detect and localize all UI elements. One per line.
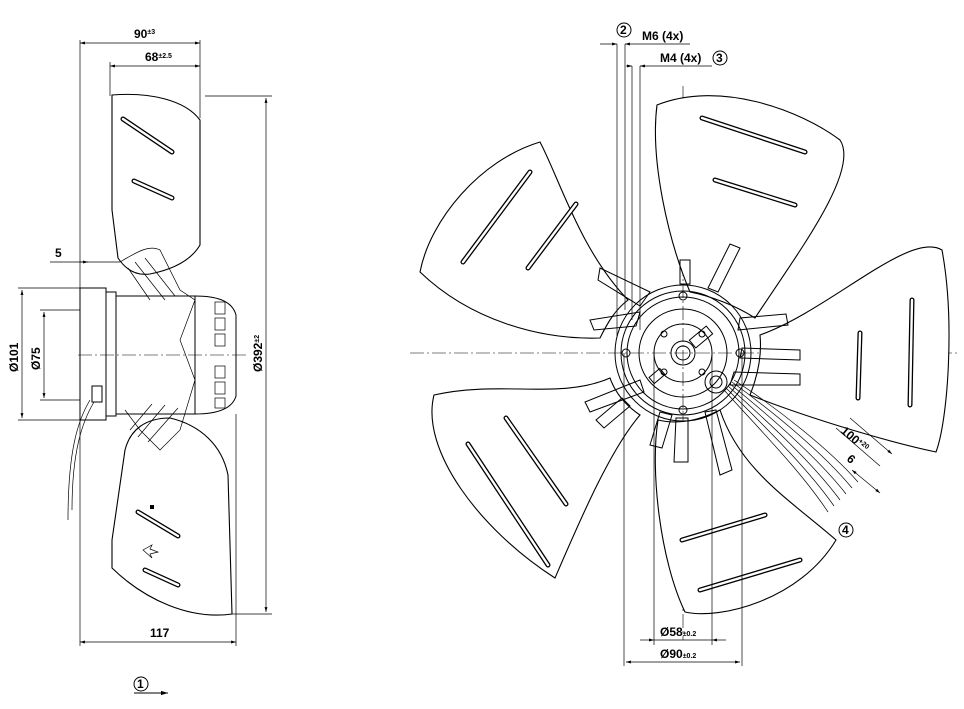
dim-dia-392: Ø392±2 bbox=[251, 335, 265, 372]
side-view: 90±3 68±2.5 5 Ø101 Ø75 Ø392±2 117 1 bbox=[7, 27, 272, 696]
side-motor-body bbox=[116, 295, 196, 415]
side-cable bbox=[67, 399, 91, 521]
side-spider bbox=[119, 247, 196, 451]
blade-upper-left bbox=[419, 141, 629, 339]
m6-hole-icon bbox=[678, 405, 688, 415]
side-rotor bbox=[194, 295, 237, 415]
dim-68: 68±2.5 bbox=[145, 50, 172, 64]
dim-dia-101: Ø101 bbox=[7, 342, 21, 372]
airflow-callout: 1 bbox=[133, 676, 168, 696]
dim-dia-90-front: Ø90±0.2 bbox=[660, 647, 696, 661]
side-upper-blade bbox=[111, 93, 201, 275]
m6-hole-icon bbox=[678, 291, 688, 301]
rotation-arrow-icon bbox=[142, 544, 160, 559]
blade-lower-left bbox=[431, 377, 641, 579]
callout-3: 3 bbox=[712, 50, 728, 66]
dim-dia-58: Ø58±0.2 bbox=[660, 625, 696, 639]
label-m6: M6 (4x) bbox=[642, 29, 683, 43]
callout-4: 4 bbox=[838, 522, 854, 538]
label-m4: M4 (4x) bbox=[660, 51, 701, 65]
callout-2: 2 bbox=[616, 22, 632, 38]
dim-dia-75: Ø75 bbox=[29, 347, 43, 370]
svg-text:1: 1 bbox=[137, 677, 144, 691]
m6-hole-icon bbox=[621, 348, 631, 358]
hub-flange bbox=[638, 308, 728, 398]
dim-90: 90±3 bbox=[134, 27, 155, 41]
front-cables bbox=[723, 379, 859, 513]
dim-strip-6: 6 bbox=[844, 452, 858, 467]
svg-text:2: 2 bbox=[620, 23, 627, 37]
front-view: 100+20 6 4 2 M6 (4x) M4 (4x) 3 bbox=[410, 22, 958, 666]
blade-bottom bbox=[654, 409, 837, 615]
svg-text:4: 4 bbox=[842, 523, 849, 537]
cable-gland bbox=[704, 370, 728, 394]
dim-117: 117 bbox=[150, 626, 170, 640]
svg-text:3: 3 bbox=[716, 51, 723, 65]
m6-hole-icon bbox=[735, 348, 745, 358]
hub-outer-ring bbox=[614, 284, 752, 422]
dim-5: 5 bbox=[55, 246, 62, 260]
side-lower-blade bbox=[111, 417, 233, 616]
